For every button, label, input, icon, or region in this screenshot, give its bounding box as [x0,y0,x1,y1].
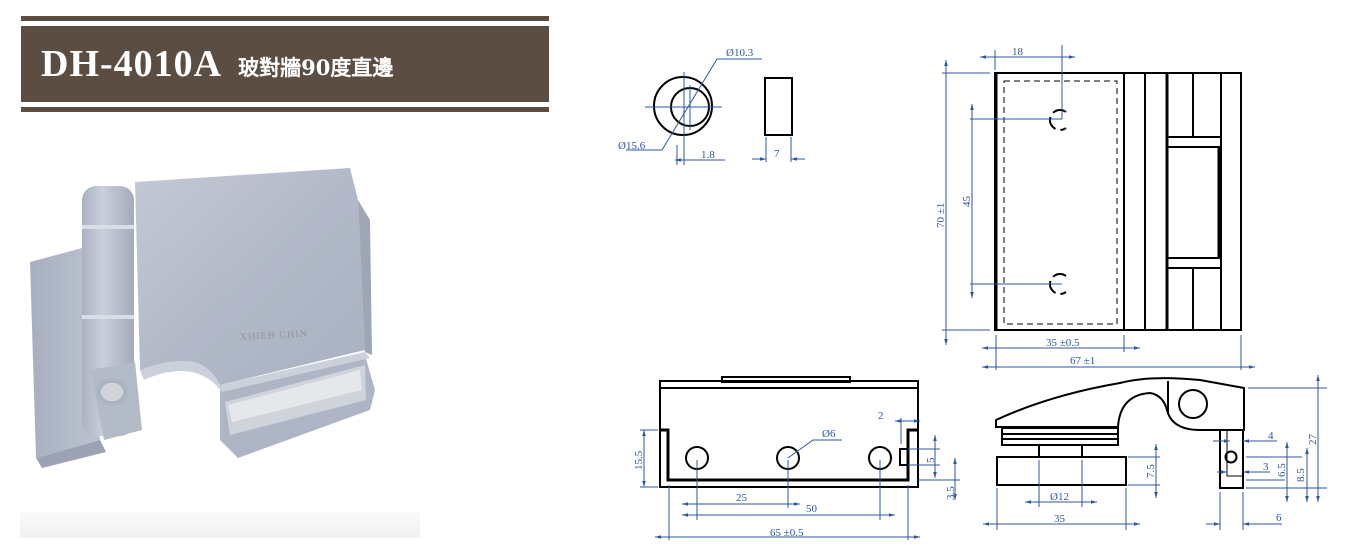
front-view: 18 70 ±1 45 35 ±0.5 67 ±1 [935,45,1255,370]
clamp-cover [135,168,365,385]
dim-pitch-50: 50 [806,503,818,515]
dim-pad-diameter: Ø12 [1050,491,1069,503]
brand-engraving: XHIEH CHIN [240,328,309,343]
dim-hole-diameter: Ø6 [822,428,836,440]
side-view: 7.5 Ø12 35 4 3 6.5 8.5 27 6 [983,375,1327,530]
dim-gap: 2 [878,410,884,422]
banner-bar: DH-4010A 玻對牆90度直邊 [21,26,549,102]
photo-floor [20,512,420,538]
dim-6-5: 6.5 [1276,463,1288,477]
dim-clamp-width: 35 [1054,513,1066,525]
dim-inner-diameter: Ø10.3 [726,47,754,59]
product-subtitle: 玻對牆90度直邊 [238,55,394,80]
dim-flange-4: 4 [1268,430,1274,442]
model-number: DH-4010A [41,43,223,85]
dim-pad-height: 7.5 [1145,464,1157,478]
dim-height: 70 ±1 [935,203,947,228]
dim-edge: 3.5 [945,486,957,500]
bottom-view: 15.5 Ø6 25 50 65 ±0.5 2 5 3.5 [633,376,960,540]
dim-plate-width: 35 ±0.5 [1046,337,1080,349]
dim-overall-height: 27 [1307,434,1319,446]
dim-hole-spacing: 45 [961,196,973,208]
dim-overall-width: 67 ±1 [1070,355,1095,367]
dim-hole-offset: 18 [1012,46,1024,58]
dim-pitch-25: 25 [736,492,748,504]
washer-view: Ø10.3 Ø15.6 1.8 7 [618,47,805,165]
dim-bottom-height: 15.5 [633,450,645,470]
dim-8-5: 8.5 [1295,468,1307,482]
banner-bottom-rule [21,107,549,112]
dim-overall-length: 65 ±0.5 [770,527,804,539]
dim-offset: 1.8 [701,149,715,161]
dim-flange-3: 3 [1263,461,1269,473]
product-photo: XHIEH CHIN [30,168,375,468]
dim-flange-width: 6 [1276,512,1282,524]
dim-outer-diameter: Ø15.6 [618,140,646,152]
banner-top-rule [21,16,549,21]
dim-thickness: 7 [774,148,780,160]
dim-slot: 5 [925,457,937,463]
title-banner: DH-4010A 玻對牆90度直邊 [21,16,549,112]
